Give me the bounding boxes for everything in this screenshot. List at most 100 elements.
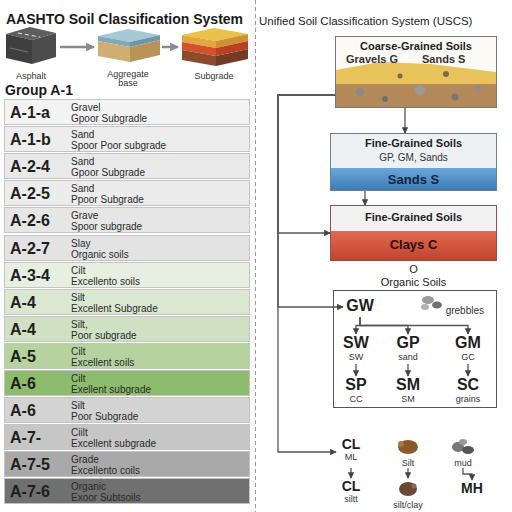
layer-label: Aggregate base [94, 70, 162, 88]
pebble [356, 88, 364, 96]
symbol-node: CLsiltt [336, 478, 366, 508]
group-row: A-5CiltExcellent soils [4, 343, 250, 369]
group-row: A-7-CiiltExcellent subgrade [4, 424, 250, 450]
soil-type: Grave [71, 210, 98, 221]
class-name: Organic Soils [330, 276, 497, 288]
group-code: A-1-a [10, 104, 50, 122]
flow-arrow [278, 95, 336, 452]
flow-arrow [350, 468, 351, 478]
symbol-node: CLML [336, 436, 366, 468]
group-symbol: MH [455, 480, 489, 496]
mud-icon [459, 439, 467, 445]
symbol-node: GW [343, 297, 377, 317]
group-code: A-4 [10, 294, 36, 312]
flow-arrow [278, 95, 335, 233]
asphalt-side [32, 33, 56, 64]
group-row: A-4SiltExcellent Subgrade [4, 289, 250, 315]
subgrade-rating: Gpoor Subgradle [71, 113, 147, 124]
panel-title: AASHTO Soil Classification System [6, 11, 243, 27]
aggregate-side [130, 40, 160, 62]
pebble-icon [432, 302, 442, 309]
group-symbol: SC [448, 376, 488, 394]
icon-node: grebbles [418, 292, 486, 316]
category-heading: Fine-Grained Soils [331, 211, 496, 223]
pebble-icon [422, 296, 434, 304]
soil-type: Silt, [71, 319, 88, 330]
soil-sky [336, 37, 496, 107]
soil-layer-block: Asphalt [2, 26, 60, 81]
icon-label: silt/clay [384, 500, 432, 510]
flow-arrow [162, 46, 178, 49]
group-code: A-7- [10, 429, 41, 447]
icon-node: silt/clay [384, 478, 432, 510]
icon-label: mud [446, 458, 480, 468]
group-symbol: CL [336, 478, 366, 494]
group-row: A-2-5SandPpoor Subgrade [4, 180, 250, 206]
panel-title: Unified Soil Classification System (USCS… [259, 15, 472, 27]
subgrade-rating: Exoor Subtsoils [71, 492, 140, 503]
flow-arrow [278, 95, 343, 307]
subgrade-rating: Excellent subgrade [71, 438, 156, 449]
silt-icon [398, 440, 418, 454]
symbol-note: GC [448, 352, 488, 362]
subgrade-rating: Spoor Poor subgrade [71, 140, 166, 151]
icon-label: grebbles [446, 305, 484, 316]
subgrade-rating: Poor Subgrade [71, 411, 138, 422]
flow-arrow [360, 317, 468, 334]
soil-layer-block: Subgrade [178, 26, 250, 81]
flow-arrow [407, 364, 408, 376]
soil-layer-block: Aggregate base [94, 26, 162, 88]
flow-arrow [463, 468, 472, 480]
category-heading: Coarse-Grained Soils [336, 40, 496, 52]
group-row: A-6 CiltExellent subgrade [4, 370, 250, 396]
group-code: A-2-7 [10, 240, 50, 258]
group-row: A-1-bSandSpoor Poor subgrade [4, 126, 250, 152]
symbol-node: SWSW [338, 334, 374, 364]
group-row: A-3-4CiltExcellento soils [4, 262, 250, 288]
group-code: A-6 [10, 402, 36, 420]
group-row: A-2-7SlayOrganic soils [4, 235, 250, 261]
flow-arrow [407, 468, 408, 478]
group-row: A-1-aGravelGpoor Subgradle [4, 99, 250, 125]
soil-type: Silt [71, 400, 85, 411]
pebble [475, 86, 481, 92]
pebble-icon [421, 304, 429, 310]
group-code: A-2-6 [10, 212, 50, 230]
symbol-node: SPCC [338, 376, 374, 406]
pebble [415, 85, 425, 95]
symbol-note: ML [336, 452, 366, 462]
category-item: Sands S [422, 53, 465, 65]
subgrade-rating: Exellent subgrade [71, 384, 151, 395]
soil-type: Slay [71, 238, 90, 249]
symbol-note: sand [390, 352, 426, 362]
group-outline [334, 291, 497, 408]
asphalt-front [6, 34, 32, 64]
group-code: A-7-6 [10, 483, 50, 501]
soil-category-box: Fine-Grained SoilsGP, GM, SandsSands S [330, 133, 497, 191]
flow-arrow [355, 364, 356, 376]
flow-arrow [60, 46, 94, 49]
soil-type: Cilt [71, 373, 85, 384]
pebble [443, 71, 449, 77]
symbol-node: GPsand [390, 334, 426, 364]
clay-icon [399, 482, 417, 496]
category-band-label: Clays C [331, 237, 496, 252]
group-code: A-6 [10, 375, 36, 393]
aggregate-front [98, 41, 130, 62]
subgrade-rating: Ppoor Subgrade [71, 194, 144, 205]
soil-type: Sand [71, 183, 94, 194]
soil-type: Cilt [71, 346, 85, 357]
class-letter: O [330, 263, 497, 275]
group-code: A-7-5 [10, 456, 50, 474]
pebble [452, 94, 459, 101]
category-heading: Fine-Grained Soils [331, 137, 496, 149]
soil-type: Sand [71, 156, 94, 167]
panel-divider [255, 0, 256, 512]
road-marking [18, 33, 40, 37]
group-symbol: SM [390, 376, 426, 394]
flow-arrow [404, 108, 405, 133]
category-item: GP, GM, Sands [331, 152, 496, 163]
group-symbol: SW [338, 334, 374, 352]
group-symbol: GM [448, 334, 488, 352]
soil-layer [336, 84, 496, 107]
